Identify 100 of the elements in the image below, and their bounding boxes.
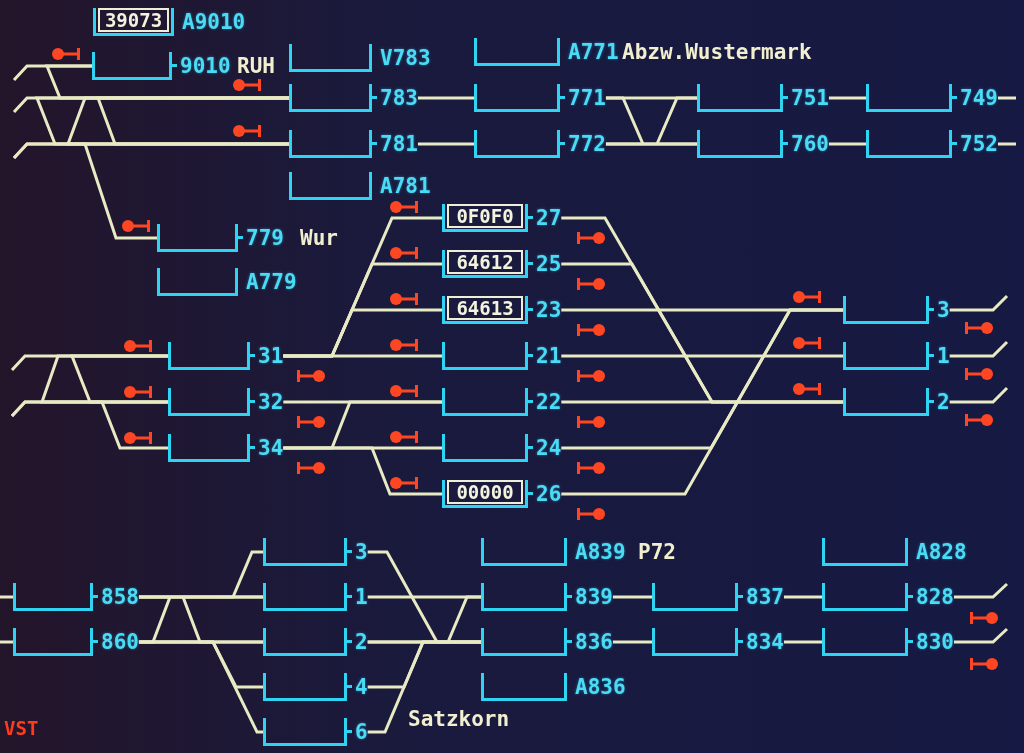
- station-name: Wur: [300, 228, 338, 249]
- track-line: [783, 595, 822, 599]
- section-number: 771: [568, 87, 606, 109]
- track-line: [953, 582, 1009, 599]
- track-section: [474, 84, 606, 112]
- track-line: [561, 262, 843, 404]
- track-line: [953, 627, 1009, 644]
- section-number: 24: [536, 437, 562, 459]
- track-section: [263, 673, 368, 701]
- track-line: [612, 595, 652, 599]
- section-number: 830: [916, 631, 954, 653]
- train-number: 00000: [447, 480, 523, 504]
- section-number: 779: [246, 227, 284, 249]
- section-number: 752: [960, 133, 998, 155]
- track-section: [442, 342, 562, 370]
- track-line: [283, 354, 442, 358]
- track-line: [949, 340, 1009, 358]
- track-line: [367, 640, 481, 734]
- track-section: [92, 52, 231, 80]
- track-section: [442, 434, 562, 462]
- track-section: [263, 583, 368, 611]
- track-section: [843, 342, 950, 370]
- section-number: A771: [568, 41, 619, 63]
- track-section: [843, 388, 950, 416]
- track-line: [997, 142, 1016, 146]
- track-section: [442, 250, 562, 278]
- section-number: 837: [746, 586, 784, 608]
- track-line: [561, 308, 843, 450]
- track-line: [12, 142, 157, 240]
- track-section: [481, 673, 626, 701]
- track-line: [137, 595, 265, 644]
- track-line: [561, 354, 843, 358]
- section-number: 25: [536, 253, 562, 275]
- track-line: [828, 142, 866, 146]
- track-section: [866, 84, 998, 112]
- track-section: [442, 480, 562, 508]
- section-number: 9010: [180, 55, 231, 77]
- track-section: [13, 583, 139, 611]
- track-section: [822, 538, 967, 566]
- station-name: Abzw.Wustermark: [622, 42, 812, 63]
- section-number: 26: [536, 483, 562, 505]
- track-section: [13, 628, 139, 656]
- track-section: [168, 434, 284, 462]
- section-number: 6: [355, 721, 368, 743]
- track-line: [0, 595, 13, 599]
- section-number: 1: [355, 586, 368, 608]
- track-section: [289, 44, 431, 72]
- section-number: 828: [916, 586, 954, 608]
- section-number: 836: [575, 631, 613, 653]
- section-number: 4: [355, 676, 368, 698]
- track-line: [417, 96, 474, 100]
- track-section: [822, 583, 954, 611]
- train-number: 64612: [447, 250, 523, 274]
- section-number: 760: [791, 133, 829, 155]
- track-line: [69, 354, 168, 404]
- section-number: 2: [355, 631, 368, 653]
- track-line: [0, 640, 13, 644]
- track-section: [843, 296, 950, 324]
- track-line: [949, 386, 1009, 404]
- track-line: [612, 640, 652, 644]
- section-number: A828: [916, 541, 967, 563]
- track-section: [263, 628, 368, 656]
- track-line: [367, 595, 481, 644]
- section-number: 839: [575, 586, 613, 608]
- track-section: [442, 296, 562, 324]
- track-line: [283, 446, 442, 496]
- status-label: VST: [4, 719, 39, 738]
- section-number: A779: [246, 271, 297, 293]
- section-number: 860: [101, 631, 139, 653]
- section-number: 32: [258, 391, 284, 413]
- track-section: [697, 84, 829, 112]
- track-section: [866, 130, 998, 158]
- section-number: 3: [355, 541, 368, 563]
- section-number: 31: [258, 345, 284, 367]
- track-section: [481, 628, 613, 656]
- track-line: [949, 294, 1009, 312]
- section-number: 834: [746, 631, 784, 653]
- track-section: [289, 172, 431, 200]
- track-line: [828, 96, 866, 100]
- track-section: [157, 268, 297, 296]
- track-line: [417, 142, 474, 146]
- track-section: [481, 538, 626, 566]
- track-section: [442, 388, 562, 416]
- section-number: 34: [258, 437, 284, 459]
- section-number: 27: [536, 207, 562, 229]
- station-name: Satzkorn: [408, 709, 510, 730]
- track-section: [289, 84, 418, 112]
- section-number: 781: [380, 133, 418, 155]
- track-section: [697, 130, 829, 158]
- track-section: [263, 538, 368, 566]
- train-number: 0F0F0: [447, 204, 523, 228]
- section-number: 783: [380, 87, 418, 109]
- section-number: A781: [380, 175, 431, 197]
- section-number: V783: [380, 47, 431, 69]
- track-line: [10, 400, 168, 450]
- track-section: [93, 8, 246, 36]
- note-label: P72: [638, 542, 676, 563]
- track-section: [289, 130, 418, 158]
- track-section: [822, 628, 954, 656]
- train-number: 64613: [447, 296, 523, 320]
